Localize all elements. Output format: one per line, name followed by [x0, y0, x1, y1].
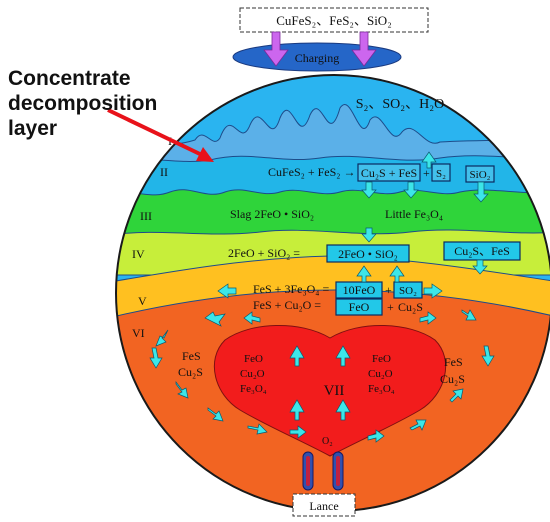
charging-label: Charging — [295, 51, 339, 65]
reaction-3-box-text: 2FeO • SiO₂ — [338, 247, 398, 261]
reaction-4-box-feo-bottom — [335, 298, 383, 316]
inner-right-3: Fe₃O₄ — [368, 383, 395, 395]
lance-box — [292, 493, 356, 517]
reaction-4-line1: FeS + 3Fe₃O₄ = — [253, 282, 329, 296]
callout-line-3: layer — [8, 117, 58, 140]
charge-arrow-right — [351, 31, 377, 67]
left-cu2s: Cu₂S — [178, 365, 203, 379]
slag-text: Slag 2FeO • SiO₂ — [230, 207, 314, 221]
flow-arrow-down-4 — [361, 227, 377, 243]
flow-arrow-6e — [207, 407, 224, 422]
flow-arrow-6l — [461, 309, 477, 321]
flow-arrows — [149, 151, 495, 443]
sio2-box-text: SiO₂ — [470, 169, 491, 181]
zone-III — [116, 189, 550, 241]
inner-left-1: FeO — [244, 353, 263, 365]
flow-arrow-right-5 — [423, 283, 443, 299]
reaction-4-line2: FeS + Cu₂O = — [253, 298, 321, 312]
lance-core-left — [306, 456, 310, 486]
charge-arrow-left — [263, 31, 289, 67]
label-zone-V: V — [138, 294, 147, 308]
reaction-1-box2 — [431, 163, 451, 182]
right-fes: FeS — [444, 355, 463, 369]
callout-line-1: Concentrate — [8, 67, 131, 90]
flow-arrow-6h — [367, 429, 385, 443]
flow-arrow-6j — [449, 388, 464, 403]
flow-arrow-7c — [289, 399, 305, 421]
little-fe3o4-text: Little Fe₃O₄ — [385, 207, 443, 221]
reaction-3-left: 2FeO + SiO₂ = — [228, 246, 300, 260]
reaction-4-cu2s: Cu₂S — [398, 300, 423, 314]
feed-text: CuFeS₂、FeS₂、SiO₂ — [276, 13, 391, 28]
oxygen-label: O₂ — [322, 436, 333, 447]
label-zone-VI: VI — [132, 326, 145, 340]
right-cu2s: Cu₂S — [440, 372, 465, 386]
lance-core-right — [336, 456, 340, 486]
left-fes: FeS — [182, 349, 201, 363]
flow-arrow-down-3 — [473, 181, 489, 203]
flow-arrow-7d — [335, 399, 351, 421]
reaction-4-box-so2 — [393, 281, 423, 299]
reaction-1-plus: + — [423, 166, 430, 180]
flow-arrow-7a — [289, 345, 305, 367]
reaction-4-plus2: + — [387, 300, 394, 314]
charging-arrows — [263, 31, 377, 67]
callout-line-2: decomposition — [8, 92, 158, 115]
flow-arrow-up-5b — [389, 265, 405, 283]
flow-arrow-left-5 — [217, 283, 237, 299]
flow-arrow-6d — [175, 380, 189, 399]
callout-arrow-shaft — [107, 108, 203, 157]
reaction-4-plus: + — [385, 283, 392, 297]
label-zone-VII: VII — [324, 383, 345, 399]
label-zone-III: III — [140, 209, 152, 223]
reaction-4-box2-text: SO₂ — [399, 285, 417, 297]
reaction-1-box2-text: S₂ — [436, 168, 446, 180]
inner-left-2: Cu₂O — [240, 368, 265, 380]
feed-box — [239, 7, 429, 33]
flow-arrow-up-s2 — [421, 151, 437, 169]
gas-products: S₂、SO₂、H₂O — [356, 97, 445, 112]
flow-arrow-up-5a — [356, 265, 372, 283]
flow-arrow-6k — [481, 345, 495, 367]
zone-VII — [213, 324, 447, 457]
reaction-1-left: CuFeS₂ + FeS₂ → — [268, 165, 356, 179]
flow-arrow-down-1 — [361, 181, 377, 199]
reaction-1-box1 — [357, 163, 421, 182]
reaction-4-box1-text: 10FeO — [343, 283, 376, 297]
callout-arrow-head — [196, 147, 214, 162]
flow-arrow-6a — [204, 311, 226, 327]
flow-arrow-6m — [419, 311, 437, 325]
lance-pipes — [302, 451, 344, 491]
lance-label: Lance — [309, 499, 338, 513]
flow-arrow-6g — [289, 425, 307, 439]
flow-arrow-down-cu2s — [472, 259, 488, 275]
inner-left-3: Fe₃O₄ — [240, 383, 267, 395]
callout-label: Concentrate decomposition layer — [8, 66, 178, 141]
reaction-3-box — [326, 244, 410, 263]
flow-arrow-6f — [247, 423, 268, 435]
callout-arrow — [107, 108, 214, 162]
label-zone-IV: IV — [132, 247, 145, 261]
flow-arrow-down-2 — [403, 181, 419, 199]
flow-arrow-6b — [155, 329, 169, 347]
cu2s-fes-box-text: Cu₂S、FeS — [454, 244, 510, 258]
label-zone-II: II — [160, 165, 168, 179]
flow-arrow-6i — [409, 419, 427, 431]
flow-arrow-6n — [243, 311, 261, 325]
flow-arrow-7b — [335, 345, 351, 367]
reaction-1-box1-text: Cu₂S + FeS — [361, 166, 417, 180]
flow-arrow-6c — [149, 347, 163, 369]
reaction-4-box3-text: FeO — [349, 300, 370, 314]
reaction-4-box-feo-top — [335, 281, 383, 299]
inner-right-2: Cu₂O — [368, 368, 393, 380]
inner-right-1: FeO — [372, 353, 391, 365]
